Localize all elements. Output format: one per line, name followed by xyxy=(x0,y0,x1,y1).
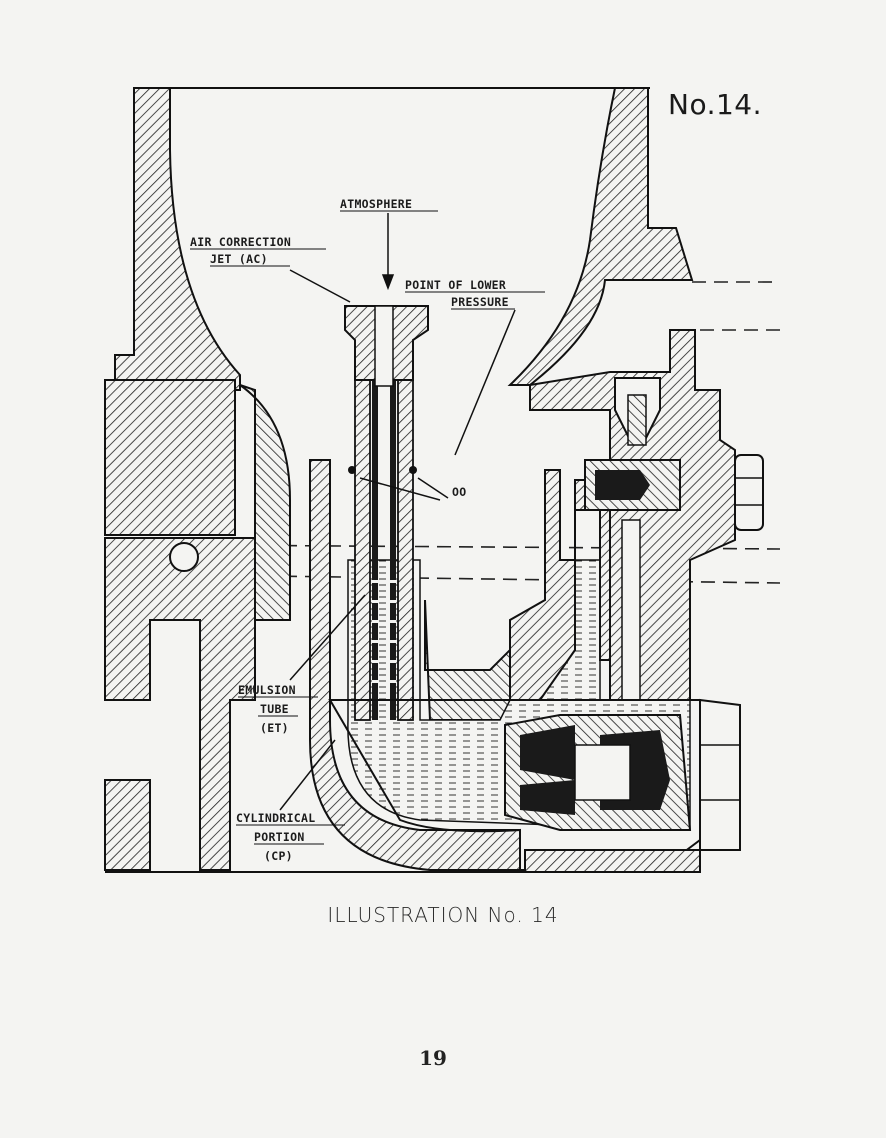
svg-text:(CP): (CP) xyxy=(264,849,293,863)
svg-text:(ET): (ET) xyxy=(260,721,289,735)
svg-text:CYLINDRICAL: CYLINDRICAL xyxy=(236,811,315,825)
svg-text:PRESSURE: PRESSURE xyxy=(451,295,509,309)
svg-text:PORTION: PORTION xyxy=(254,830,305,844)
label-point-of-lower-pressure: POINT OF LOWER PRESSURE xyxy=(405,278,545,310)
svg-text:JET (AC): JET (AC) xyxy=(210,252,268,266)
plate-number: No.14. xyxy=(668,88,763,121)
body-right-wall xyxy=(507,87,694,386)
svg-text:ATMOSPHERE: ATMOSPHERE xyxy=(340,197,412,211)
svg-text:TUBE: TUBE xyxy=(260,702,289,716)
label-air-correction-jet: AIR CORRECTION JET (AC) xyxy=(190,235,326,267)
svg-text:AIR CORRECTION: AIR CORRECTION xyxy=(190,235,291,249)
illustration-caption: ILLUSTRATION No. 14 xyxy=(327,903,559,927)
float-needle-assembly xyxy=(509,329,764,701)
air-correction-jet xyxy=(344,305,429,387)
carburettor-cross-section-diagram: ATMOSPHERE AIR CORRECTION JET (AC) POINT… xyxy=(104,87,781,873)
lower-left-body xyxy=(104,379,291,871)
label-cylindrical-portion: CYLINDRICAL PORTION (CP) xyxy=(236,811,345,863)
leader-lines xyxy=(279,213,516,811)
label-oo: OO xyxy=(452,485,466,499)
body-left-wall xyxy=(114,87,241,391)
svg-text:OO: OO xyxy=(452,485,466,499)
svg-text:EMULSION: EMULSION xyxy=(238,683,296,697)
svg-text:POINT OF LOWER: POINT OF LOWER xyxy=(405,278,506,292)
page-number: 19 xyxy=(419,1046,447,1070)
label-emulsion-tube: EMULSION TUBE (ET) xyxy=(238,683,318,735)
label-atmosphere: ATMOSPHERE xyxy=(340,197,438,212)
main-jet-assembly xyxy=(328,698,741,873)
